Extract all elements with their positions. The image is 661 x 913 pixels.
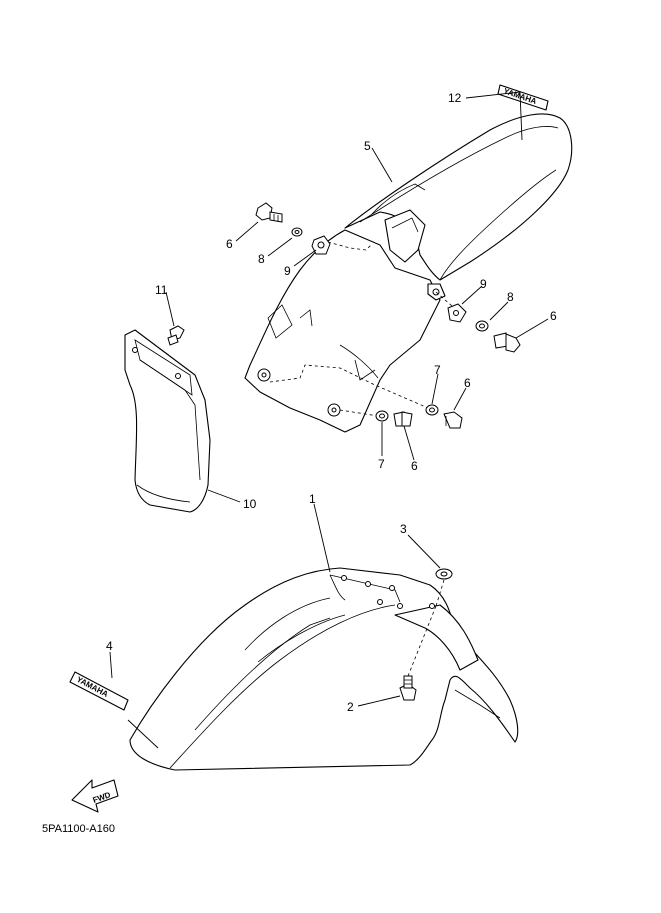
collar-8-upper-left [291,227,303,237]
callout-4: 4 [106,639,113,653]
bolt-6-lower [393,411,413,427]
callout-6-lower: 6 [411,459,418,473]
callout-6-lower-right: 6 [464,376,471,390]
rear-fender [244,113,573,433]
grommet-3 [435,568,453,580]
callout-10: 10 [243,497,257,511]
callout-11: 11 [155,283,168,297]
bolt-6-right [493,332,521,353]
screw-11 [167,325,185,346]
callout-5: 5 [364,139,371,153]
callout-7-right: 7 [434,363,441,377]
callout-2: 2 [347,700,354,714]
callout-3: 3 [400,522,407,536]
nut-9-right [447,303,467,323]
callout-9-right: 9 [480,277,487,291]
front-decal: YAMAHA [69,671,129,711]
washer-7-right [425,404,439,416]
leader-lines [109,91,549,749]
bolt-6-upper-left [255,202,283,223]
bolt-2 [399,675,417,701]
fwd-arrow-icon: FWD [71,779,119,813]
callout-8-upper-left: 8 [258,252,265,266]
front-fender [129,567,519,771]
diagram-code: 5PA1100-A160 [42,823,115,835]
callout-6-right: 6 [550,309,557,323]
rear-decal: YAMAHA [497,84,549,111]
callout-8-right: 8 [507,290,514,304]
callout-1: 1 [309,492,316,506]
callout-7-lower: 7 [378,457,385,471]
nut-9-upper-left [311,235,331,255]
collar-8-right [475,320,489,332]
callout-9-upper-left: 9 [284,264,291,278]
washer-7-lower [375,410,389,422]
callout-12: 12 [448,91,462,105]
mud-flap [124,329,211,513]
callout-6-upper-left: 6 [226,237,233,251]
bolt-6-lower-right [443,411,463,429]
